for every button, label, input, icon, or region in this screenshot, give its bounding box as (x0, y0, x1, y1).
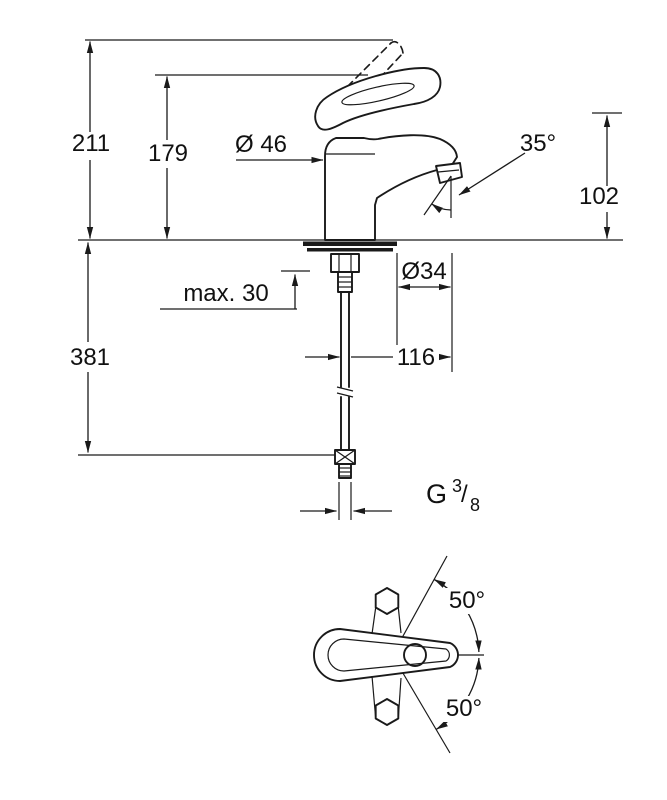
dim-label-body-diameter: Ø 46 (235, 131, 287, 158)
mounting-hardware (281, 241, 397, 293)
handle-screw-circle (403, 643, 427, 667)
handle-swung-positions (371, 587, 402, 726)
handle-top-view: 50° 50° (313, 555, 491, 754)
dim-thread: G 3 / 8 (300, 476, 480, 520)
mounting-nut (330, 253, 360, 273)
swing-lines (396, 555, 484, 754)
handle-plan-shape (313, 628, 459, 682)
dim-label-thread-prefix: G (426, 479, 447, 509)
swing-connector (397, 607, 402, 634)
dim-label-body-height: 179 (148, 140, 188, 167)
swing-connector (371, 607, 377, 635)
dim-body-height: 179 (148, 76, 188, 239)
dim-body-diameter: Ø 46 (235, 131, 324, 164)
dim-label-thread-denominator: 8 (470, 495, 480, 515)
dim-label-hose-length: 381 (70, 344, 110, 371)
dim-label-spout-height: 102 (579, 183, 619, 210)
dim-label-spout-angle: 35° (520, 130, 556, 157)
faucet-body (314, 67, 463, 241)
dim-label-max-thickness: max. 30 (183, 280, 268, 307)
dim-label-total-height: 211 (72, 130, 110, 157)
dim-label-thread-numerator: 3 (452, 476, 462, 496)
dim-spout-height: 102 (579, 112, 622, 239)
hose-break-mark (336, 386, 354, 392)
lever-handle (314, 67, 442, 131)
aerator-line (437, 169, 460, 173)
dim-swing-lower: 50° (435, 657, 488, 730)
hose-break-mark (336, 392, 354, 398)
dim-spout-angle: 35° (423, 130, 556, 218)
mounting-flange-plate (303, 241, 397, 246)
handle-inner-line (327, 638, 450, 672)
hex-end-lower (374, 698, 400, 726)
swing-line-upper (396, 555, 448, 648)
body-spout-outline (324, 134, 458, 241)
lever-loop-line (341, 82, 415, 106)
dim-label-thread-slash: / (461, 481, 468, 508)
aerator (435, 162, 463, 184)
dim-max-thickness: max. 30 (160, 274, 299, 310)
dim-total-height: 211 (72, 41, 110, 239)
handle-outline (313, 628, 459, 682)
supply-hose (334, 291, 356, 479)
connector-hatch (334, 449, 356, 465)
faucet-side-view: 211 179 Ø 46 35° 102 (70, 39, 623, 520)
dim-hole-diameter: Ø34 (396, 253, 453, 372)
dim-label-swing-upper: 50° (449, 587, 485, 614)
dim-hose-length: 381 (70, 242, 110, 453)
dim-label-swing-lower: 50° (446, 695, 482, 722)
hex-end-upper (374, 587, 400, 615)
dim-swing-upper: 50° (433, 578, 491, 653)
dim-label-hole-diameter: Ø34 (401, 258, 446, 285)
mounting-washer (307, 248, 393, 252)
swing-line-lower (396, 662, 451, 754)
dim-spout-reach: 116 (305, 344, 451, 371)
dim-label-spout-reach: 116 (397, 344, 435, 371)
